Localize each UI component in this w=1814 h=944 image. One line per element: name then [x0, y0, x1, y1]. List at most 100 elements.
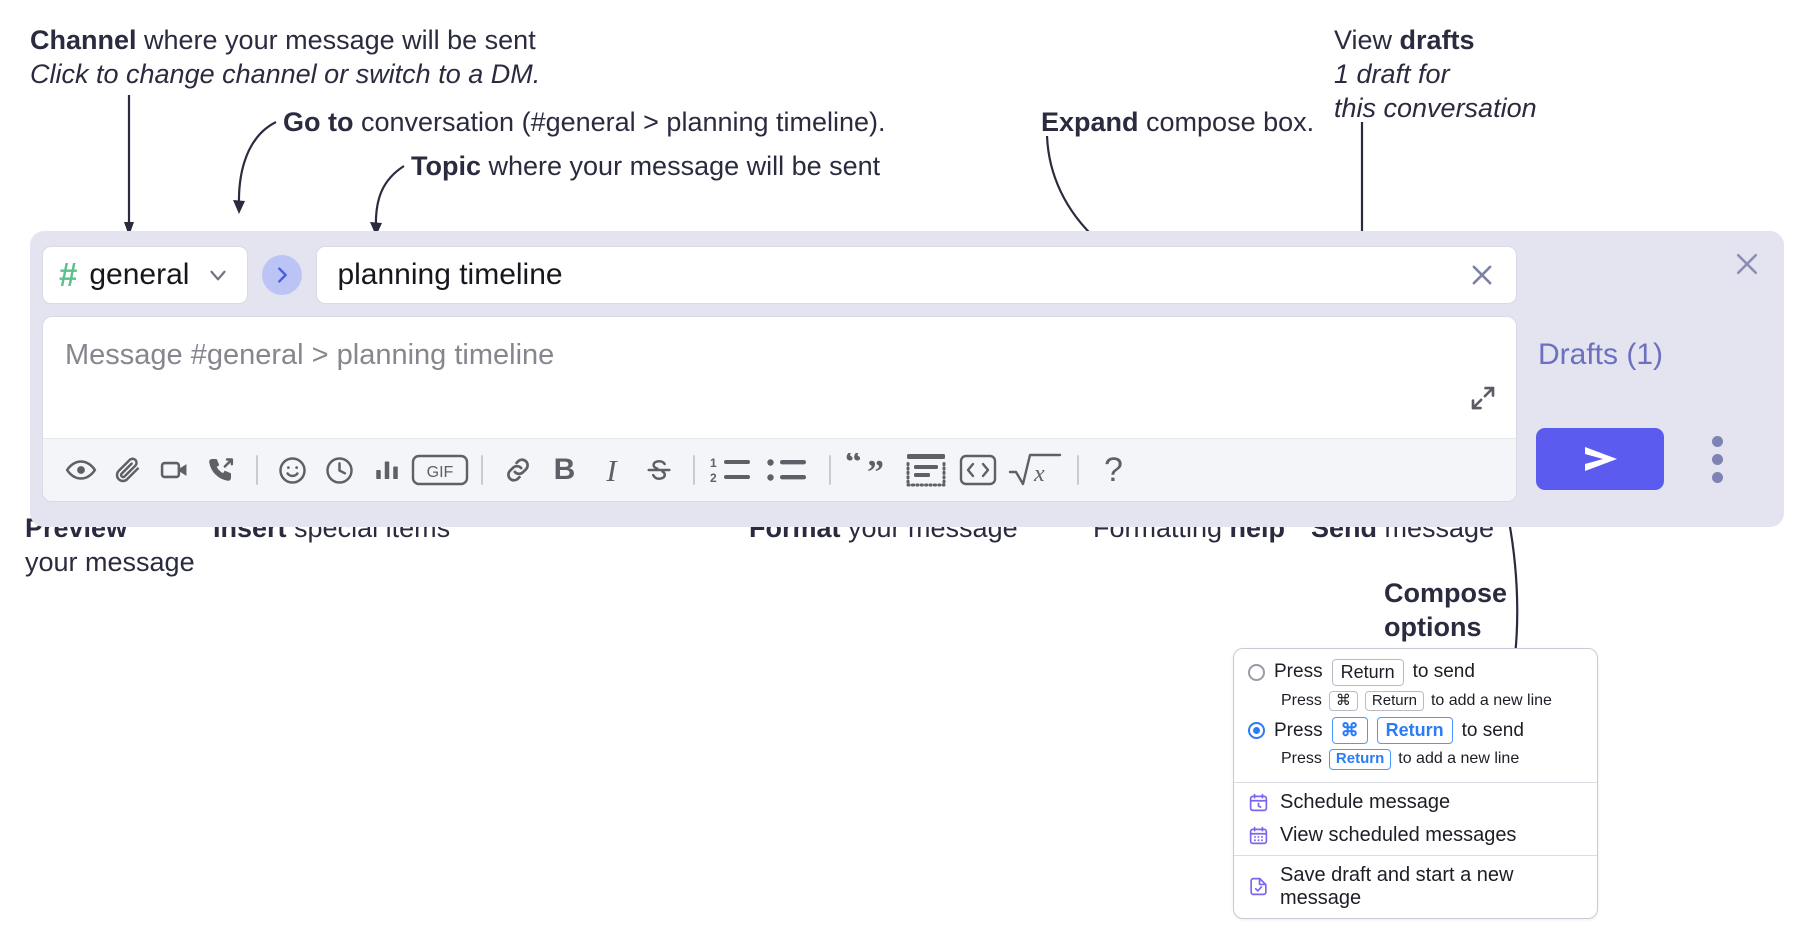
annotation-channel-italic: Click to change channel or switch to a D… [30, 58, 541, 89]
kebab-dot [1711, 453, 1723, 465]
goto-conversation-button[interactable] [262, 255, 303, 295]
annotation-topic-bold: Topic [411, 151, 481, 181]
channel-picker[interactable]: # general [42, 246, 249, 304]
hash-icon: # [59, 255, 78, 293]
annotation-topic-rest: where your message will be sent [481, 151, 881, 181]
annotation-drafts: View drafts 1 draft for this conversatio… [1334, 24, 1537, 125]
menu-item-schedule-message[interactable]: Schedule message [1234, 783, 1597, 822]
svg-text:GIF: GIF [427, 464, 454, 481]
compose-header-row: # general [42, 243, 1517, 307]
menu-item-label: View scheduled messages [1280, 823, 1517, 846]
key-return: Return [1328, 748, 1392, 770]
send-arrow-icon [1585, 447, 1617, 471]
annotation-expand: Expand compose box. [1041, 106, 1314, 140]
compose-left-column: # general Message #general > planning ti… [42, 243, 1517, 502]
toolbar-separator [256, 455, 258, 485]
annotation-expand-rest: compose box. [1138, 107, 1315, 137]
blockquote-icon[interactable]: “ ” [842, 447, 900, 494]
calendar-grid-icon [1248, 825, 1269, 846]
svg-text:“: “ [845, 453, 862, 481]
svg-text:x: x [1033, 461, 1045, 487]
menu-item-label: Schedule message [1280, 790, 1451, 813]
strikethrough-icon[interactable] [635, 447, 682, 494]
opt-b-sub-pre: Press [1281, 750, 1322, 768]
formatting-toolbar: GIF B I 1 [43, 438, 1516, 501]
chevron-down-icon [205, 262, 231, 288]
annotation-drafts-italic2: this conversation [1334, 92, 1537, 123]
clear-topic-icon[interactable] [1462, 255, 1502, 295]
annotation-channel: Channel where your message will be sent … [30, 24, 540, 92]
arrowhead [233, 200, 245, 214]
annotation-goto: Go to conversation (#general > planning … [283, 106, 886, 140]
opt-b-pre: Press [1274, 719, 1323, 741]
message-input-card[interactable]: Message #general > planning timeline [42, 316, 1517, 502]
annotation-drafts-plain: View [1334, 25, 1400, 55]
calendar-clock-icon [1248, 792, 1269, 813]
channel-name: general [89, 258, 190, 291]
menu-item-view-scheduled-messages[interactable]: View scheduled messages [1234, 822, 1597, 855]
radio-cmd-return[interactable] [1248, 722, 1265, 739]
kebab-dot [1711, 435, 1723, 447]
video-camera-icon[interactable] [151, 447, 198, 494]
opt-a-post: to send [1412, 661, 1475, 683]
help-icon[interactable]: ? [1104, 451, 1123, 489]
emoji-icon[interactable] [269, 447, 316, 494]
compose-options-button[interactable] [1700, 432, 1734, 486]
toolbar-separator [481, 455, 483, 485]
code-block-icon[interactable] [900, 447, 952, 494]
inline-code-icon[interactable] [952, 447, 1004, 494]
annotation-compose-bold1: Compose [1384, 578, 1508, 608]
link-icon[interactable] [494, 447, 541, 494]
compose-options-menu: Press Return to send Press ⌘ Return to a… [1233, 648, 1598, 919]
menu-item-label: Save draft and start a new message [1280, 863, 1514, 909]
preview-icon[interactable] [57, 447, 104, 494]
toolbar-separator [829, 455, 831, 485]
gif-icon[interactable]: GIF [410, 447, 470, 494]
annotation-compose-bold2: options [1384, 611, 1482, 642]
send-option-cmd-return[interactable]: Press ⌘ Return to send [1248, 717, 1583, 744]
topic-input[interactable] [335, 257, 1462, 293]
kebab-dot [1711, 471, 1723, 483]
topic-field[interactable] [316, 246, 1517, 304]
send-button[interactable] [1536, 428, 1664, 490]
key-return: Return [1376, 717, 1453, 744]
svg-text:”: ” [867, 454, 884, 487]
annotation-expand-bold: Expand [1041, 107, 1139, 137]
bulleted-list-icon[interactable] [762, 447, 818, 494]
poll-icon[interactable] [363, 447, 410, 494]
phone-forward-icon[interactable] [198, 447, 245, 494]
drafts-link[interactable]: Drafts (1) [1538, 338, 1664, 371]
ordered-list-icon[interactable]: 1 2 [706, 447, 762, 494]
menu-divider [1234, 854, 1597, 856]
italic-icon[interactable]: I [606, 452, 617, 488]
annotation-topic: Topic where your message will be sent [411, 150, 880, 184]
key-return: Return [1364, 690, 1424, 712]
annotation-channel-rest: where your message will be sent [136, 25, 536, 55]
toolbar-separator [1077, 455, 1079, 485]
attachment-icon[interactable] [104, 447, 151, 494]
expand-icon[interactable] [1468, 383, 1498, 418]
annotation-drafts-bold: drafts [1399, 25, 1475, 55]
menu-item-save-draft[interactable]: Save draft and start a new message [1234, 856, 1597, 918]
toolbar-separator [693, 455, 695, 485]
radio-return[interactable] [1248, 663, 1265, 681]
svg-text:1: 1 [710, 456, 717, 470]
clock-icon[interactable] [316, 447, 363, 494]
opt-a-pre: Press [1274, 661, 1323, 683]
opt-b-post: to send [1461, 719, 1524, 741]
key-return: Return [1331, 659, 1404, 686]
opt-a-sub-post: to add a new line [1430, 691, 1552, 709]
message-placeholder: Message #general > planning timeline [65, 339, 555, 371]
close-icon[interactable] [1732, 249, 1762, 284]
latex-icon[interactable]: x [1004, 447, 1066, 494]
annotation-drafts-italic1: 1 draft for [1334, 58, 1450, 89]
annotation-channel-bold: Channel [30, 25, 137, 55]
svg-text:2: 2 [710, 471, 717, 485]
bold-icon[interactable]: B [553, 453, 576, 486]
send-option-return[interactable]: Press Return to send Press ⌘ Return to a… [1234, 649, 1597, 782]
opt-b-sub-post: to add a new line [1398, 750, 1520, 768]
annotation-preview-rest: your message [25, 546, 195, 577]
save-draft-icon [1248, 876, 1269, 897]
opt-a-sub-pre: Press [1281, 691, 1322, 709]
menu-divider [1234, 781, 1597, 783]
